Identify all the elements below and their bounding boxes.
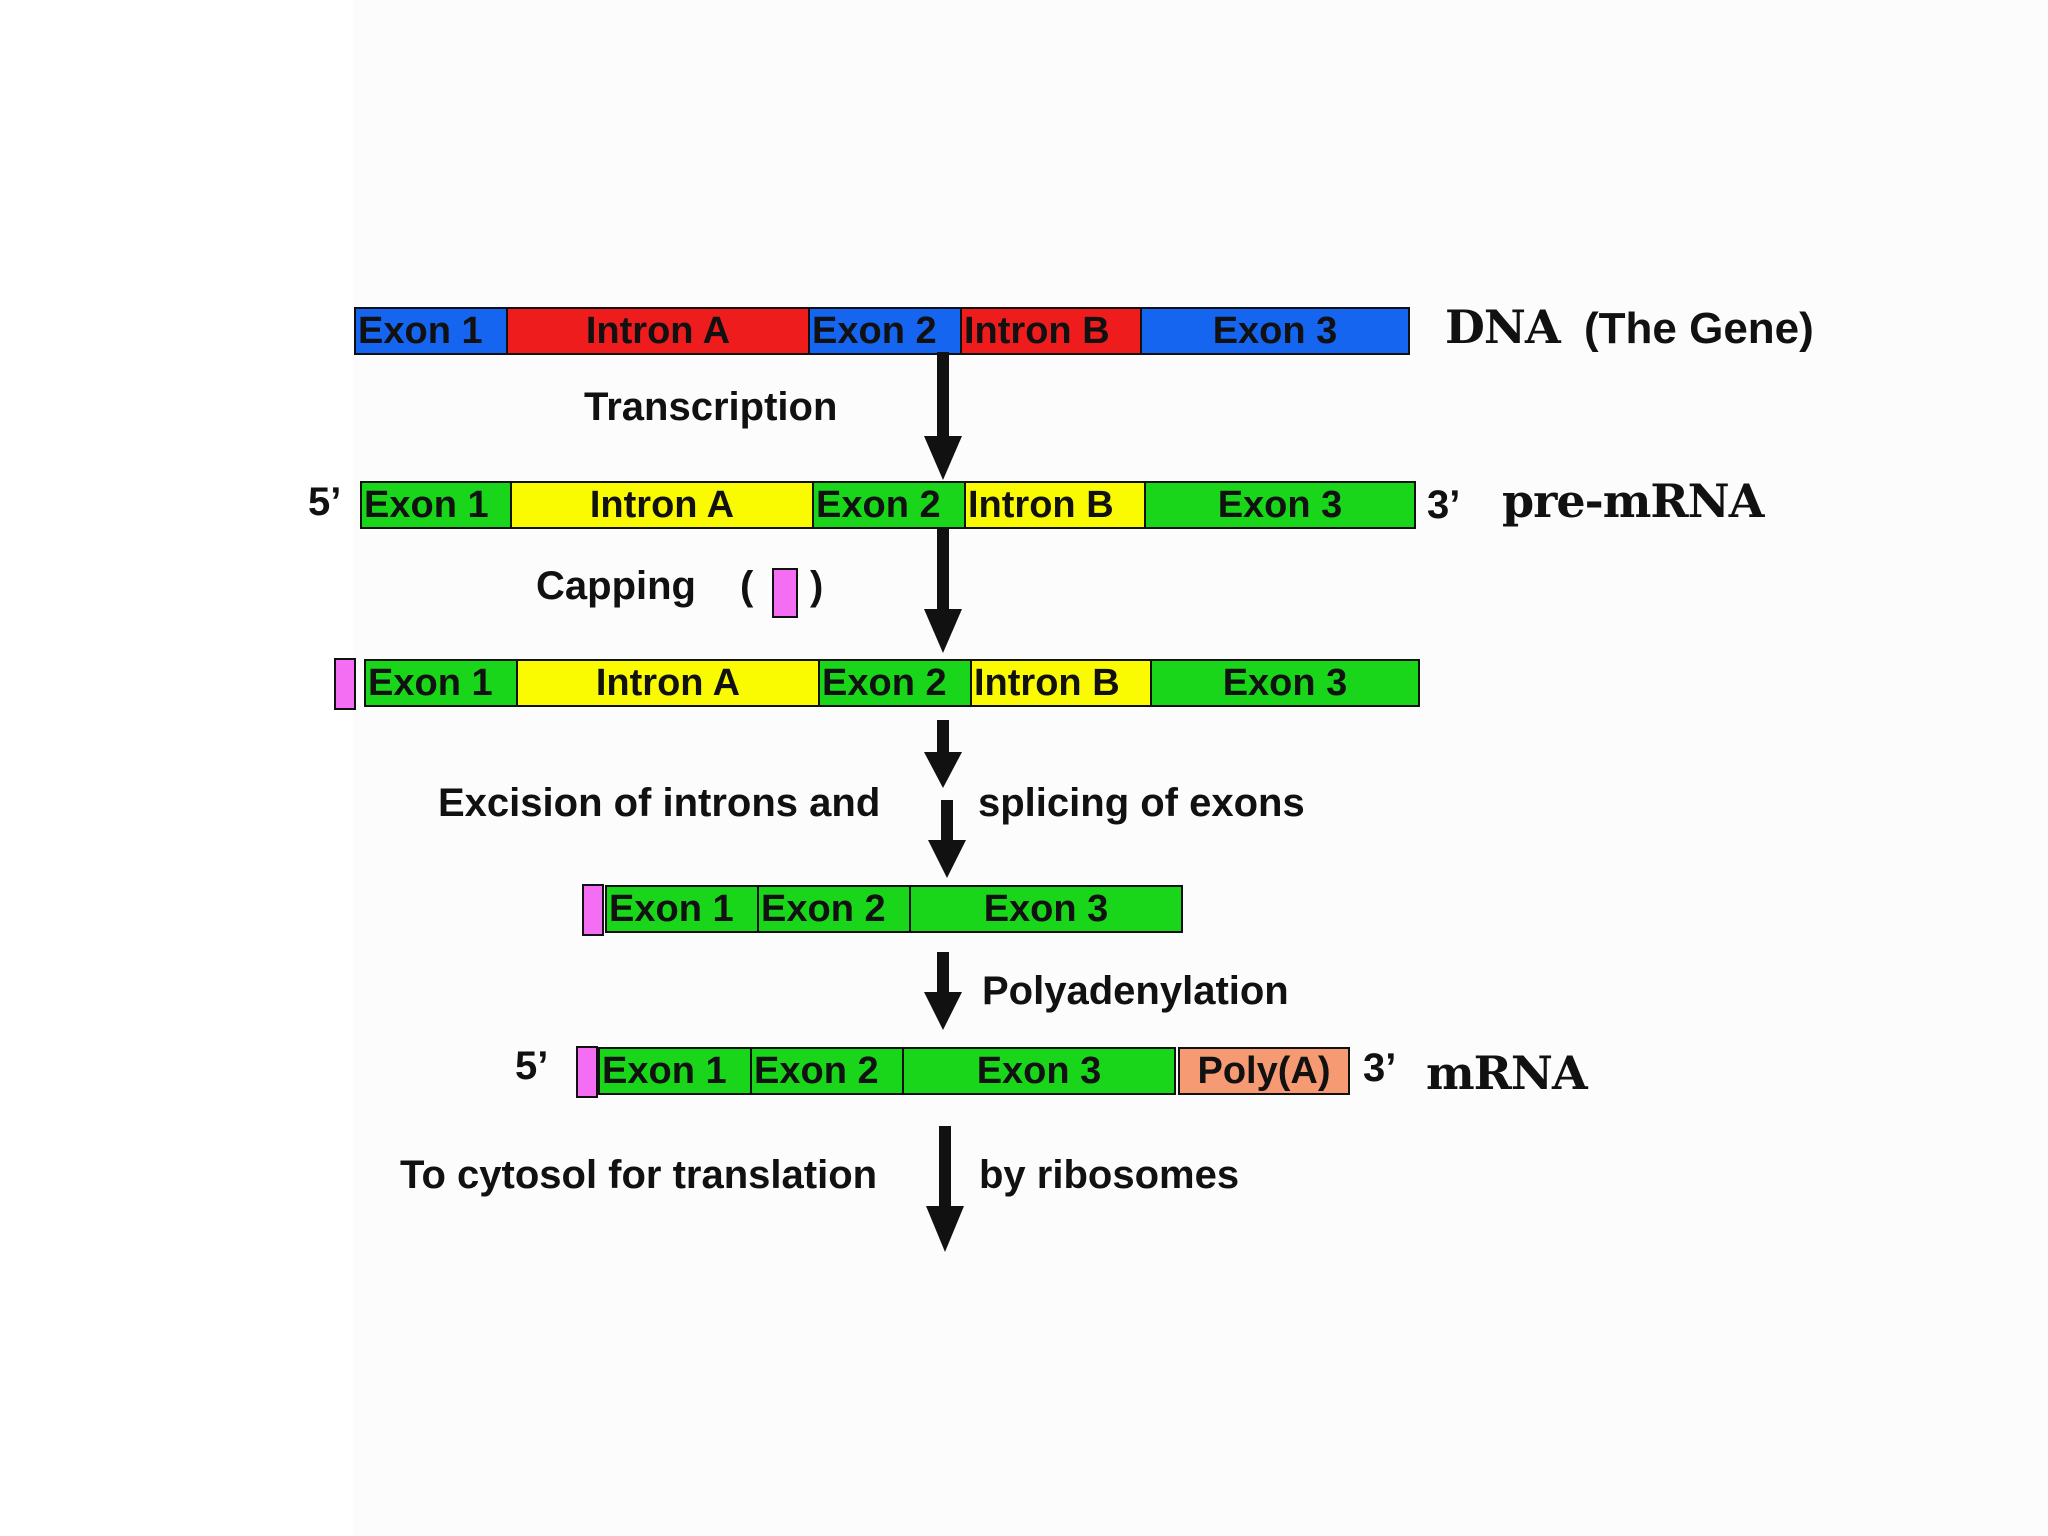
- three-prime-label-mrna: 3’: [1363, 1046, 1397, 1090]
- capped-intron-b: Intron B: [972, 661, 1152, 705]
- splicing-arrow: [928, 800, 966, 878]
- ribosomes-label: by ribosomes: [979, 1153, 1240, 1197]
- polyadenylation-arrow: [924, 952, 962, 1030]
- excision-label: Excision of introns and: [438, 781, 881, 825]
- dna-exon-2: Exon 2: [810, 309, 962, 353]
- splicing-label: splicing of exons: [978, 781, 1305, 825]
- dna-sublabel: (The Gene): [1584, 304, 1814, 353]
- dna-label: DNA: [1445, 300, 1561, 354]
- dna-strand: Exon 1 Intron A Exon 2 Intron B Exon 3: [354, 307, 1410, 355]
- mrna-label: mRNA: [1426, 1046, 1588, 1100]
- pre-mrna-strand: Exon 1 Intron A Exon 2 Intron B Exon 3: [360, 481, 1416, 529]
- cytosol-arrow: [926, 1126, 964, 1252]
- mrna-exon-1: Exon 1: [600, 1049, 752, 1093]
- transcription-label: Transcription: [584, 385, 838, 429]
- poly-a-segment: Poly(A): [1180, 1049, 1348, 1093]
- pre-mrna-exon-2: Exon 2: [814, 483, 966, 527]
- capped-pre-mrna-strand: Exon 1 Intron A Exon 2 Intron B Exon 3: [364, 659, 1420, 707]
- capped-exon-1: Exon 1: [366, 661, 518, 705]
- dna-exon-3: Exon 3: [1142, 309, 1408, 353]
- excision-arrow: [924, 720, 962, 788]
- pre-mrna-exon-1: Exon 1: [362, 483, 512, 527]
- capping-close-paren: ): [810, 564, 824, 608]
- background-panel: [353, 0, 2048, 1536]
- capping-arrow: [924, 527, 962, 653]
- five-prime-cap: [334, 658, 356, 710]
- capped-intron-a: Intron A: [518, 661, 820, 705]
- mrna-cap: [576, 1046, 598, 1098]
- capping-label: Capping: [536, 564, 696, 608]
- spliced-cap: [582, 884, 604, 936]
- pre-mrna-intron-b: Intron B: [966, 483, 1146, 527]
- pre-mrna-exon-3: Exon 3: [1146, 483, 1414, 527]
- capped-exon-2: Exon 2: [820, 661, 972, 705]
- five-prime-label-pre-mrna: 5’: [308, 480, 342, 524]
- transcription-arrow: [924, 352, 962, 480]
- polyadenylation-label: Polyadenylation: [982, 969, 1289, 1013]
- mrna-exon-2: Exon 2: [752, 1049, 904, 1093]
- five-prime-label-mrna: 5’: [515, 1044, 549, 1088]
- dna-intron-b: Intron B: [962, 309, 1142, 353]
- pre-mrna-intron-a: Intron A: [512, 483, 814, 527]
- spliced-mrna-strand: Exon 1 Exon 2 Exon 3: [605, 885, 1183, 933]
- poly-a-tail: Poly(A): [1178, 1047, 1350, 1095]
- spliced-exon-2: Exon 2: [759, 887, 911, 931]
- mrna-strand: Exon 1 Exon 2 Exon 3: [598, 1047, 1176, 1095]
- spliced-exon-3: Exon 3: [911, 887, 1181, 931]
- spliced-exon-1: Exon 1: [607, 887, 759, 931]
- dna-intron-a: Intron A: [508, 309, 810, 353]
- cytosol-label: To cytosol for translation: [400, 1153, 878, 1197]
- pre-mrna-label: pre-mRNA: [1502, 474, 1764, 528]
- capping-open-paren: (: [740, 564, 754, 608]
- dna-exon-1: Exon 1: [356, 309, 508, 353]
- capped-exon-3: Exon 3: [1152, 661, 1418, 705]
- mrna-exon-3: Exon 3: [904, 1049, 1174, 1093]
- cap-legend-swatch: [772, 568, 798, 618]
- three-prime-label-pre-mrna: 3’: [1427, 483, 1461, 527]
